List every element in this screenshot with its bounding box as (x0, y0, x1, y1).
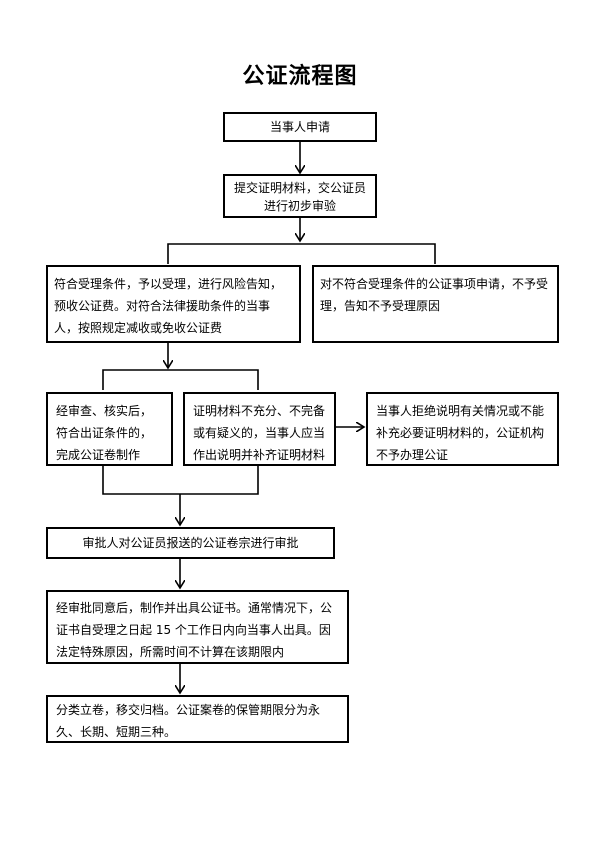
merge-line (102, 466, 259, 495)
node-submit: 提交证明材料，交公证员进行初步审验 (223, 174, 377, 218)
node-reject: 对不符合受理条件的公证事项申请，不予受理，告知不予受理原因 (312, 265, 559, 343)
page-title: 公证流程图 (242, 64, 358, 89)
node-accept: 符合受理条件，予以受理，进行风险告知，预收公证费。对符合法律援助条件的当事人，按… (46, 265, 301, 343)
node-approval: 审批人对公证员报送的公证卷宗进行审批 (46, 527, 335, 559)
split-left-line (102, 369, 259, 390)
node-issue: 经审批同意后，制作并出具公证书。通常情况下，公证书自受理之日起 15 个工作日内… (46, 590, 349, 664)
node-refused: 当事人拒绝说明有关情况或不能补充必要证明材料的，公证机构不予办理公证 (366, 392, 559, 466)
node-insufficient: 证明材料不充分、不完备或有疑义的，当事人应当作出说明并补齐证明材料 (183, 392, 336, 466)
node-verified: 经审查、核实后，符合出证条件的，完成公证卷制作 (46, 392, 173, 466)
branch-split-line (167, 243, 436, 264)
node-archive: 分类立卷，移交归档。公证案卷的保管期限分为永久、长期、短期三种。 (46, 695, 349, 743)
node-apply: 当事人申请 (223, 112, 377, 142)
